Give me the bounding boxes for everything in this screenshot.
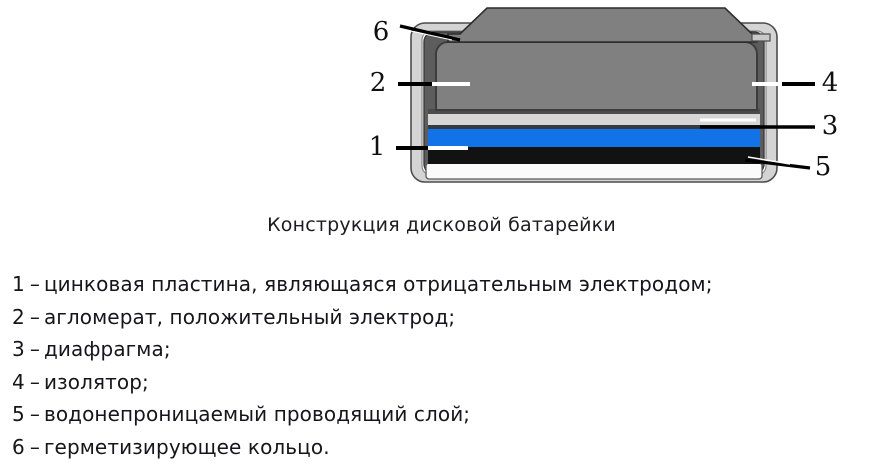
- legend-item-dash: –: [29, 434, 40, 459]
- legend-item-dash: –: [29, 337, 40, 361]
- legend-item-number: 3: [12, 337, 25, 361]
- legend-item-dash: –: [29, 304, 40, 329]
- legend-item-6: 6–герметизирующее кольцо.: [12, 431, 872, 464]
- callout-label-6: 6: [373, 17, 390, 47]
- callout-label-1: 1: [369, 132, 386, 162]
- legend-item-number: 5: [12, 402, 25, 426]
- legend-item-number: 2: [12, 304, 25, 329]
- legend-item-number: 4: [12, 369, 25, 394]
- leader-line-3: [700, 118, 815, 129]
- diaphragm-top-edge-line: [428, 109, 760, 114]
- legend-item-dash: –: [29, 402, 40, 426]
- callout-label-2: 2: [370, 68, 387, 98]
- legend-item-text: изолятор;: [43, 369, 149, 394]
- diaphragm-layer: [428, 113, 760, 125]
- figure-caption: Конструкция дисковой батарейки: [267, 214, 616, 236]
- cap-right-notch: [751, 33, 771, 42]
- leader-line-5: [744, 156, 811, 170]
- zinc-plate: [428, 128, 760, 147]
- callout-label-3: 3: [822, 111, 839, 141]
- callout-label-4: 4: [822, 68, 839, 98]
- callout-label-5: 5: [815, 152, 832, 182]
- legend-item-text: цинковая пластина, являющаяся отрицатель…: [43, 272, 713, 296]
- legend-item-text: герметизирующее кольцо.: [43, 434, 330, 459]
- legend-item-text: водонепроницаемый проводящий слой;: [43, 402, 471, 426]
- legend-item-number: 1: [12, 272, 25, 296]
- bottom-cap-strip: [425, 162, 763, 180]
- legend-item-text: агломерат, положительный электрод;: [43, 304, 456, 329]
- legend-item-text: диафрагма;: [43, 337, 171, 361]
- legend-item-4: 4–изолятор;: [12, 366, 872, 399]
- legend-item-3: 3–диафрагма;: [12, 333, 872, 366]
- legend-list: 1–цинковая пластина, являющаяся отрицате…: [12, 268, 872, 463]
- legend-item-number: 6: [12, 434, 25, 459]
- zinc-top-edge-line: [428, 125, 760, 129]
- leader-line-6: [399, 24, 461, 42]
- legend-item-1: 1–цинковая пластина, являющаяся отрицате…: [12, 268, 872, 301]
- legend-item-dash: –: [29, 369, 40, 394]
- top-cap: [447, 7, 758, 43]
- battery-cross-section-figure: 6 2 1 4 3 5 Конструкция дисковой батарей…: [267, 7, 839, 236]
- legend-item-5: 5–водонепроницаемый проводящий слой;: [12, 398, 872, 431]
- conductive-layer: [428, 146, 760, 164]
- battery-diagram-svg: 6 2 1 4 3 5: [369, 7, 839, 183]
- legend-item-dash: –: [29, 272, 40, 296]
- legend-item-2: 2–агломерат, положительный электрод;: [12, 301, 872, 334]
- agglomerate-electrode: [435, 41, 758, 111]
